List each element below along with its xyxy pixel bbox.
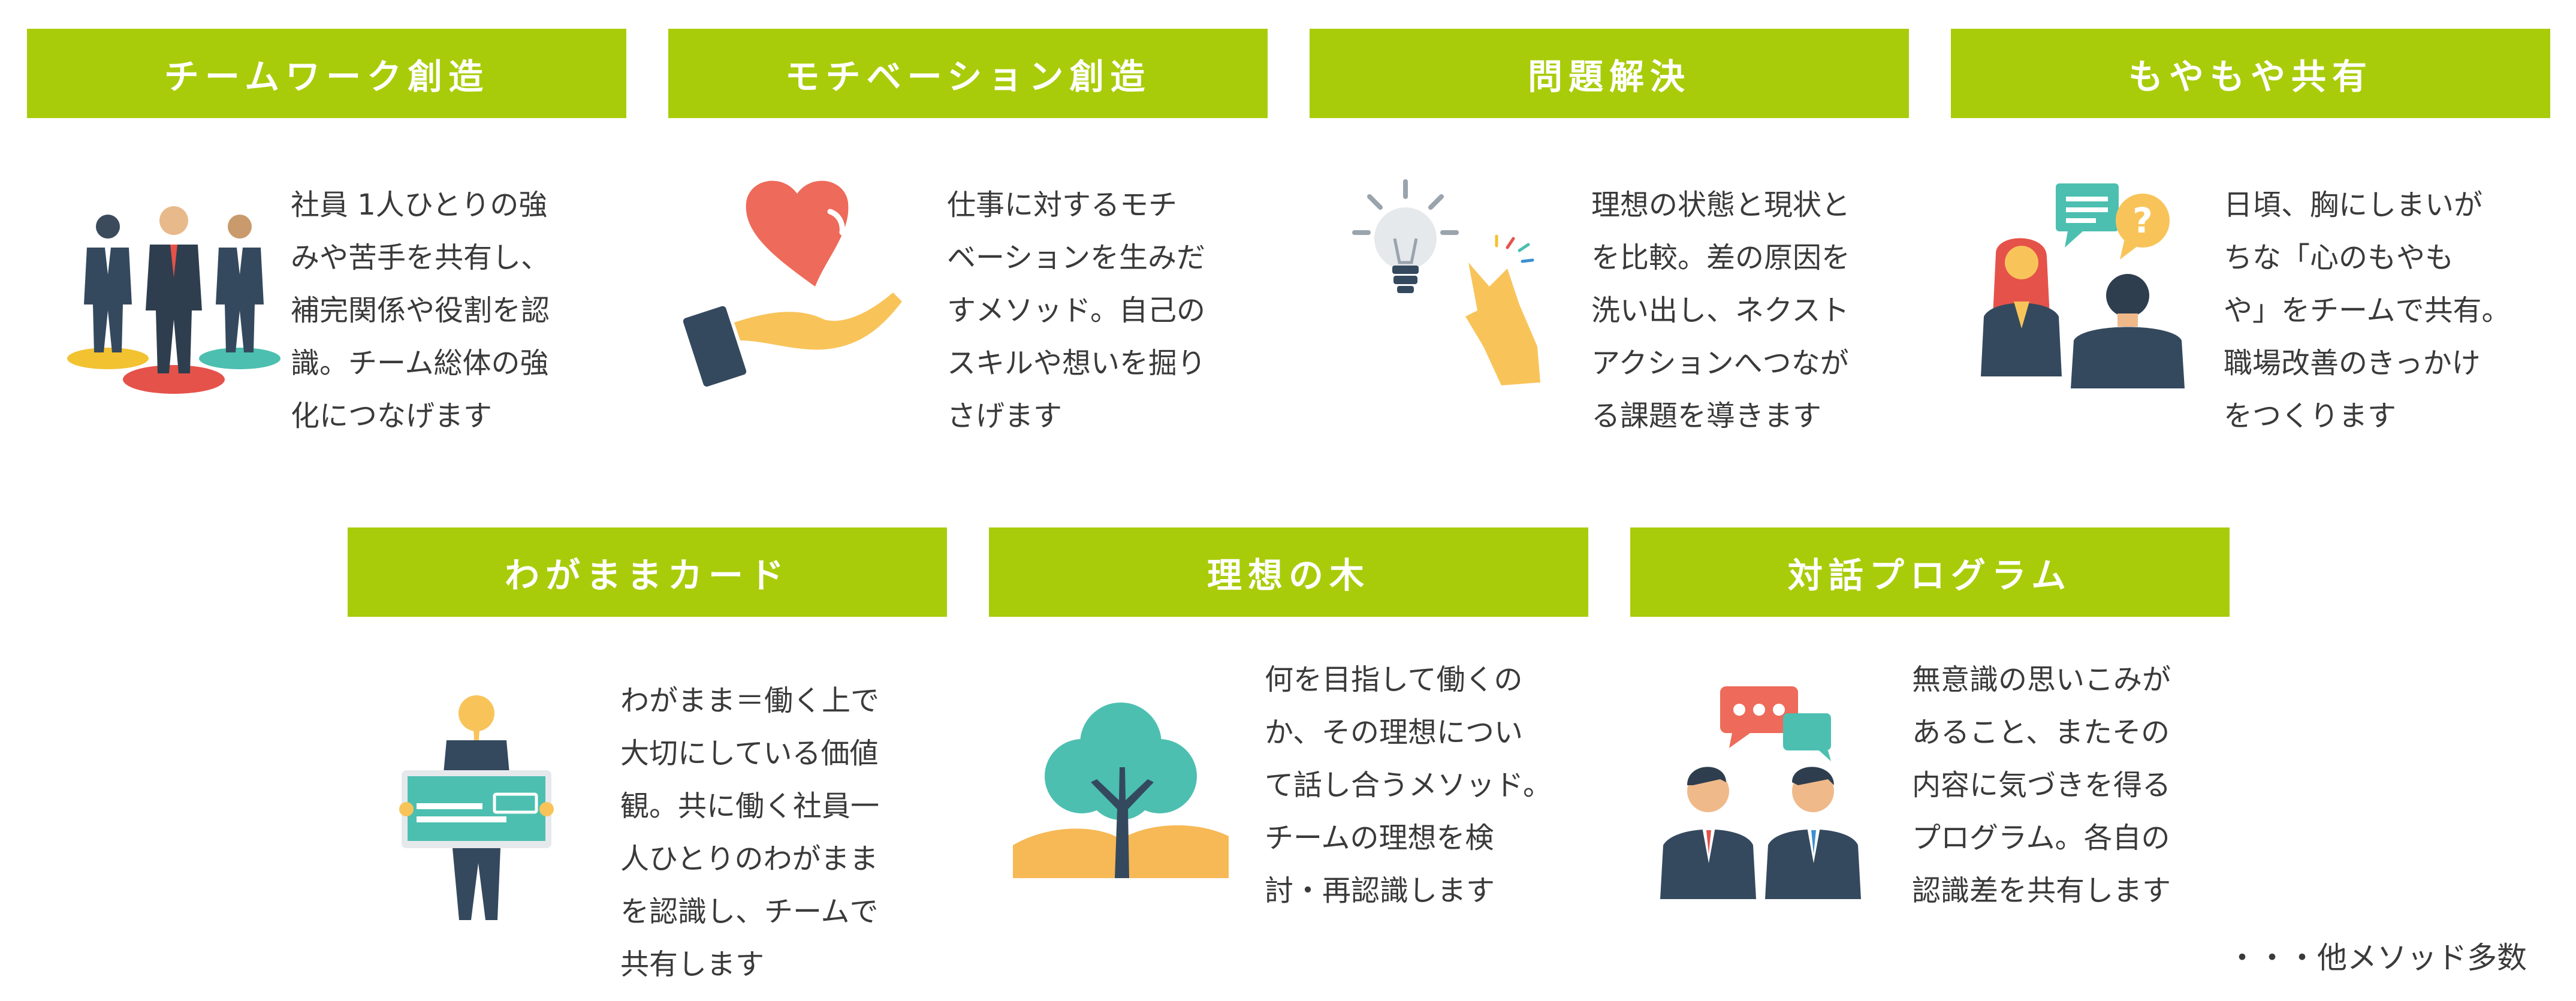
dialogue-icon [1660, 686, 1861, 899]
description-line: ベーションを生みだ [947, 241, 1206, 275]
three-businessmen-icon [67, 206, 280, 394]
description-line: ちな「心のもやも [2224, 241, 2454, 275]
description-line: 識。チーム総体の強 [291, 346, 549, 380]
method-title: 対話プログラム [1630, 527, 2230, 617]
method-title: 問題解決 [1310, 29, 1909, 118]
description-line: 洗い出し、ネクスト [1591, 294, 1850, 327]
method-description: 社員 1人ひとりの強 みや苦手を共有し、 補完関係や役割を認 識。チーム総体の強… [291, 179, 602, 442]
description-line: すメソッド。自己の [947, 294, 1206, 327]
method-description: 仕事に対するモチ ベーションを生みだ すメソッド。自己の スキルや想いを掘り さ… [947, 179, 1259, 442]
description-line: 何を目指して働くの [1265, 663, 1523, 697]
method-title: わがままカード [348, 527, 947, 617]
description-line: 観。共に働く社員一 [620, 789, 880, 823]
description-line: 討・再認識します [1265, 874, 1495, 907]
method-title: もやもや共有 [1951, 29, 2550, 118]
conversation-question-icon: ? [1981, 183, 2185, 388]
method-description: 理想の状態と現状と を比較。差の原因を 洗い出し、ネクスト アクションへつなが … [1591, 179, 1903, 442]
description-line: 大切にしている価値 [620, 737, 879, 770]
description-line: る課題を導きます [1591, 399, 1822, 433]
svg-text:?: ? [2132, 200, 2153, 241]
description-line: 化につなげます [291, 399, 493, 433]
method-title: モチベーション創造 [668, 29, 1268, 118]
description-line: 共有します [620, 948, 765, 981]
description-line: 無意識の思いこみが [1912, 663, 2171, 697]
lightbulb-snap-icon [1352, 179, 1540, 385]
description-line: をつくります [2224, 399, 2397, 433]
description-line: を比較。差の原因を [1591, 241, 1851, 275]
description-line: 職場改善のきっかけ [2224, 346, 2481, 380]
description-line: アクションへつなが [1591, 346, 1849, 380]
description-line: や」をチームで共有。 [2224, 294, 2511, 327]
hand-heart-icon [683, 180, 902, 387]
description-line: あること、またその [1912, 716, 2170, 749]
description-line: 理想の状態と現状と [1591, 188, 1851, 222]
method-description: 何を目指して働くの か、その理想につい て話し合うメソッド。 チームの理想を検 … [1265, 653, 1576, 917]
description-line: を認識し、チームで [620, 895, 879, 928]
description-line: 内容に気づきを得る [1912, 768, 2171, 802]
method-description: わがまま＝働く上で 大切にしている価値 観。共に働く社員一 人ひとりのわがまま … [620, 674, 932, 991]
description-line: スキルや想いを掘り [947, 346, 1206, 380]
description-line: さげます [947, 399, 1063, 433]
description-line: チームの理想を検 [1265, 821, 1494, 855]
description-line: 認識差を共有します [1912, 874, 2171, 907]
method-description: 日頃、胸にしまいが ちな「心のもやも や」をチームで共有。 職場改善のきっかけ … [2224, 179, 2535, 442]
method-description: 無意識の思いこみが あること、またその 内容に気づきを得る プログラム。各自の … [1912, 653, 2224, 917]
description-line: 人ひとりのわがまま [620, 842, 879, 876]
description-line: わがまま＝働く上で [620, 684, 880, 717]
tree-icon [1013, 702, 1229, 878]
description-line: て話し合うメソッド。 [1265, 768, 1552, 802]
description-line: 社員 1人ひとりの強 [291, 188, 548, 222]
description-line: か、その理想につい [1265, 716, 1524, 749]
description-line: プログラム。各自の [1912, 821, 2170, 855]
description-line: 仕事に対するモチ [947, 188, 1178, 222]
method-title: チームワーク創造 [27, 29, 626, 118]
other-methods-note: ・・・他メソッド多数 [2227, 940, 2527, 975]
description-line: 日頃、胸にしまいが [2224, 188, 2483, 222]
method-title: 理想の木 [989, 527, 1588, 617]
description-line: 補完関係や役割を認 [291, 294, 550, 327]
description-line: みや苦手を共有し、 [291, 241, 550, 275]
person-card-icon [399, 695, 554, 920]
